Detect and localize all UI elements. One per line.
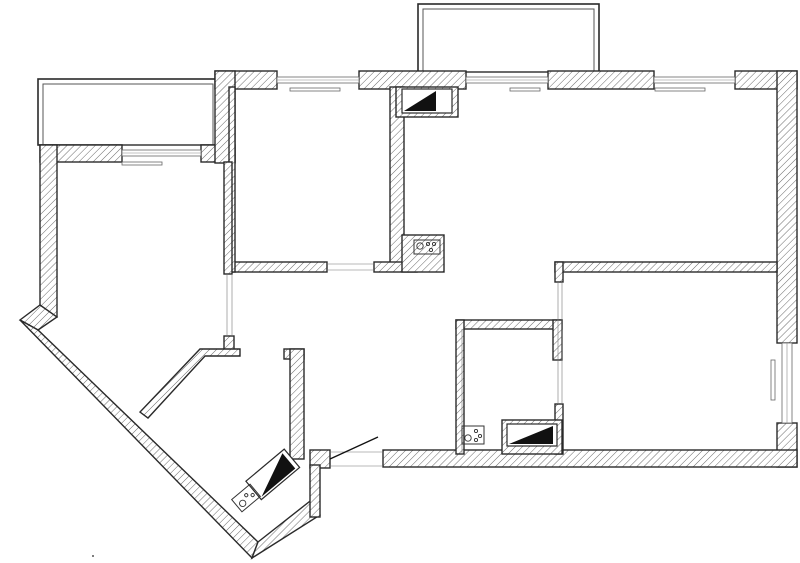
ventilation-shaft <box>401 88 453 114</box>
window-north-bedroom <box>276 76 360 92</box>
window-west-bedroom <box>121 149 202 166</box>
balcony-north <box>417 3 600 73</box>
stove-icon <box>413 239 441 255</box>
balcony-west <box>37 78 217 146</box>
exterior-walls <box>18 70 798 560</box>
interior-walls <box>138 86 778 460</box>
windows <box>121 76 793 424</box>
entrance-door <box>329 436 379 460</box>
ventilation-shaft <box>245 448 301 501</box>
drawing-mark <box>92 555 94 557</box>
window-east-bedroom <box>770 342 793 424</box>
stove-icon <box>461 425 485 445</box>
ventilation-shaft <box>506 423 558 447</box>
stove-icon <box>230 483 262 513</box>
window-balcony-door <box>465 76 549 92</box>
window-living-room <box>653 76 736 92</box>
